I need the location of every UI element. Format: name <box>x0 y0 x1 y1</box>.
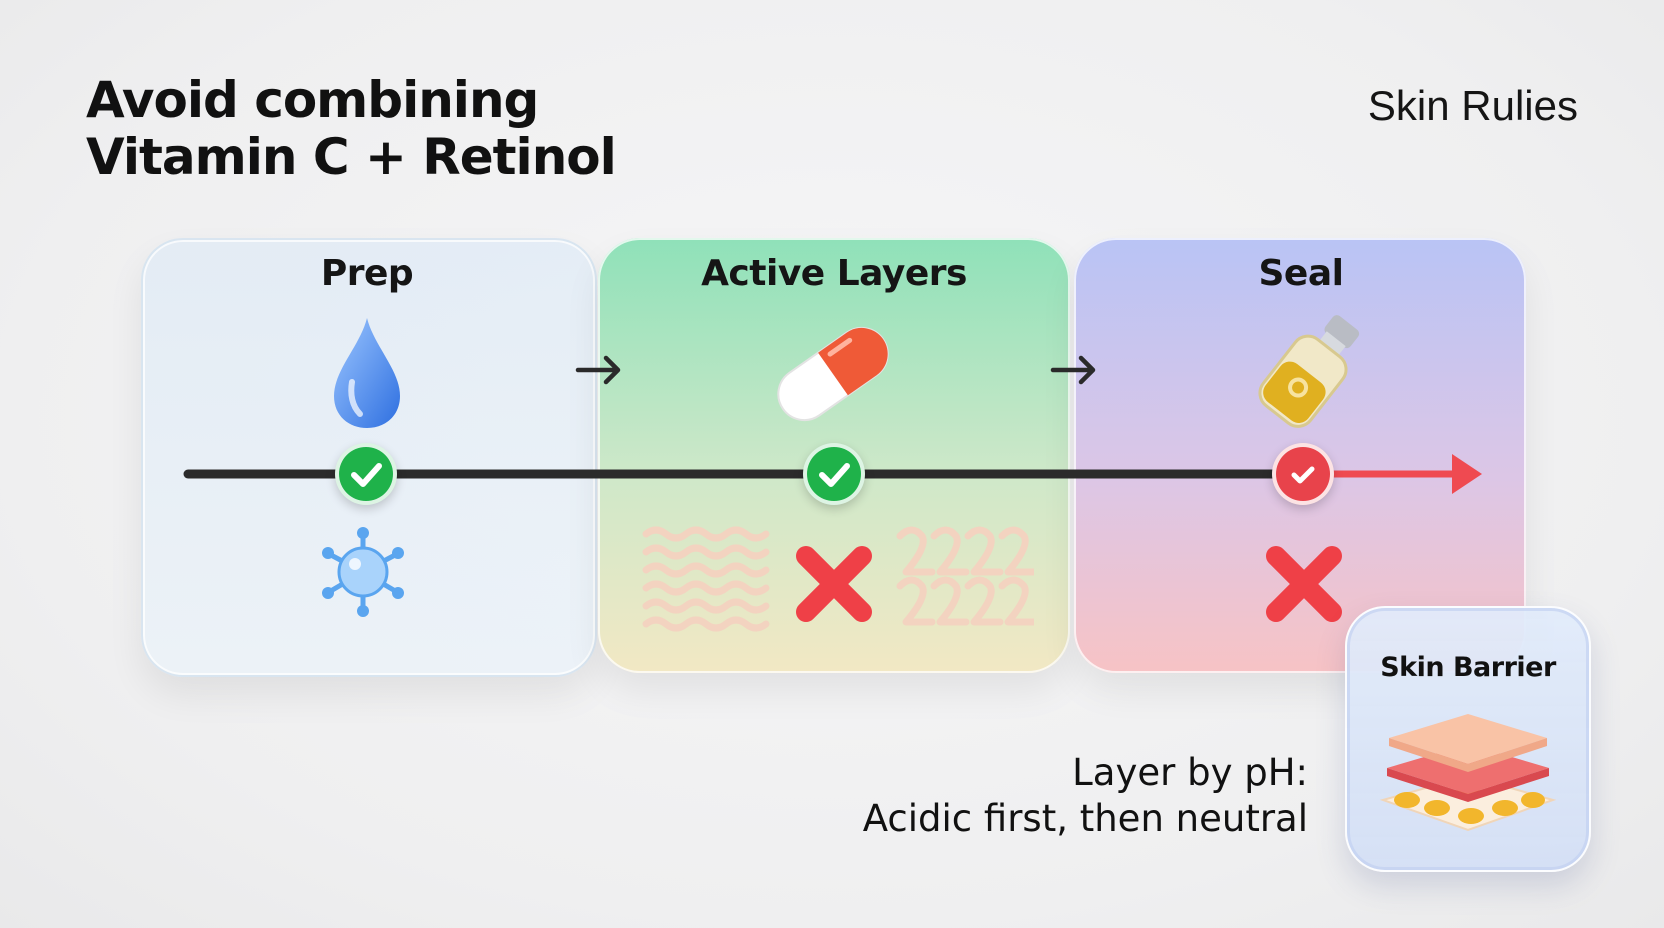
check-icon <box>1291 466 1315 484</box>
wavy-texture-icon <box>642 526 770 632</box>
serum-vial-icon <box>1258 315 1360 428</box>
water-drop-icon <box>334 318 400 428</box>
ph-note-line-1: Layer by pH: <box>1072 751 1308 794</box>
arrow-right-icon <box>575 355 621 385</box>
ph-note: Layer by pH: Acidic first, then neutral <box>863 750 1308 842</box>
check-marker-seal <box>1272 443 1334 505</box>
stage-panel-prep <box>141 238 597 677</box>
skin-layers-icon <box>1379 714 1557 832</box>
arrow-head-icon <box>1452 454 1482 494</box>
check-marker-active-layers <box>803 443 865 505</box>
capsule-icon <box>777 326 889 422</box>
ph-note-line-2: Acidic first, then neutral <box>862 797 1308 840</box>
stage-label-seal: Seal <box>1258 253 1344 294</box>
molecule-icon <box>322 527 404 617</box>
brand-name: Skin Rulies <box>1367 82 1578 129</box>
stage-label-prep: Prep <box>320 253 414 294</box>
stage-label-active-layers: Active Layers <box>701 253 967 294</box>
x-mark-icon <box>1266 546 1342 622</box>
page-title: Avoid combining Vitamin C + Retinol <box>86 71 617 186</box>
x-mark-icon <box>796 546 872 622</box>
skin-barrier-title: Skin Barrier <box>1380 652 1556 683</box>
arrow-right-icon <box>1050 355 1096 385</box>
title-line-1: Avoid combining <box>86 71 539 129</box>
check-icon <box>351 463 382 487</box>
check-icon <box>819 463 850 487</box>
skin-barrier-card: Skin Barrier <box>1345 606 1591 872</box>
coil-texture-icon <box>896 526 1034 626</box>
title-line-2: Vitamin C + Retinol <box>86 128 617 186</box>
check-marker-prep <box>335 443 397 505</box>
